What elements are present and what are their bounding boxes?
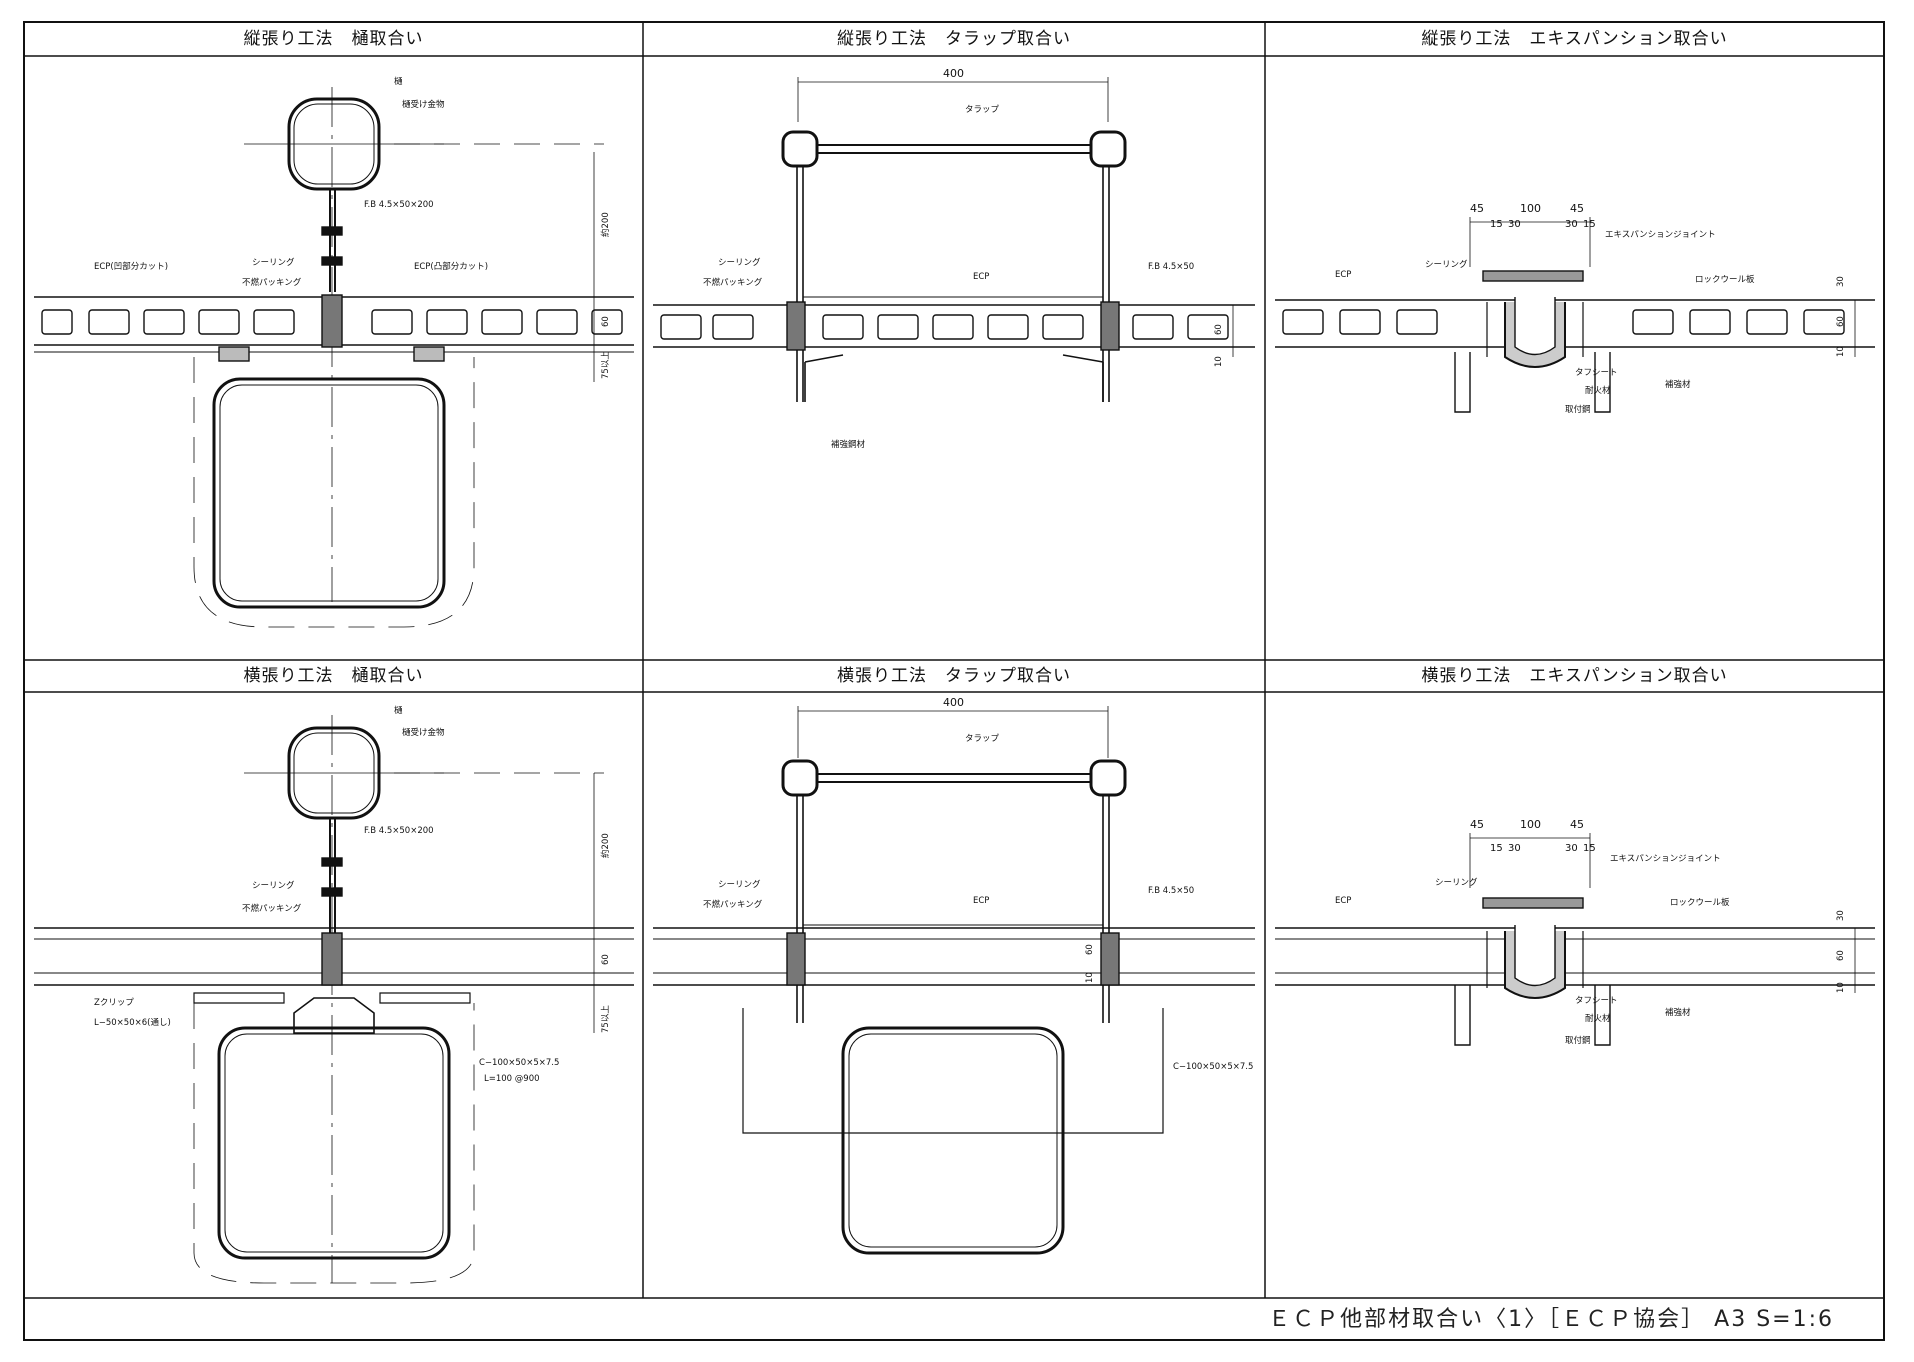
label-tough-sheet: タフシート [1575,368,1618,378]
label-dim-400: 400 [943,67,964,80]
label-dim-10: 10 [1836,982,1846,993]
panel-title-v-gutter: 縦張り工法 樋取合い [243,29,424,49]
label-dim-30: 30 [1836,910,1846,921]
label-mounting-steel: 取付鋼 [1565,404,1591,415]
label-ecp-concave-cut: ECP(凹部分カット) [94,261,168,272]
label-fireproof: 耐火材 [1585,385,1611,396]
label-dim-75: 75以上 [601,351,611,379]
panel-title-h-gutter: 横張り工法 樋取合い [243,666,424,686]
label-sealing: シーリング [1425,259,1468,270]
label-dim-30a: 30 [1508,219,1521,230]
label-packing: 不燃パッキング [242,903,302,914]
label-channel-pitch: L=100 @900 [484,1074,540,1084]
label-channel: C−100×50×5×7.5 [479,1058,559,1068]
label-sealing: シーリング [252,257,295,268]
label-dim-60: 60 [601,316,611,327]
label-expansion-joint: エキスパンションジョイント [1605,230,1716,240]
label-flat-bar: F.B 4.5×50 [1148,886,1194,896]
panel-title-v-expansion: 縦張り工法 エキスパンション取合い [1421,29,1728,49]
label-packing: 不燃パッキング [242,277,302,288]
label-dim-75: 75以上 [601,1005,611,1033]
label-gutter: 樋 [394,705,403,716]
label-dim-200: 約200 [600,212,611,237]
label-ladder: タラップ [965,734,1000,744]
drawing-h-ladder: 400 タラップ シーリング 不燃パッキング ECP F.B 4.5×50 60… [653,696,1255,1255]
label-ecp: ECP [973,896,989,906]
panel-title-v-ladder: 縦張り工法 タラップ取合い [837,29,1071,49]
label-tough-sheet: タフシート [1575,996,1618,1006]
label-dim-60: 60 [1836,316,1846,327]
label-gutter-bracket: 樋受け金物 [402,727,445,738]
drawing-v-gutter: 樋 樋受け金物 F.B 4.5×50×200 シーリング 不燃パッキング ECP… [34,76,634,628]
label-reinforcement: 補強材 [1665,379,1691,390]
label-dim-100: 100 [1520,202,1541,215]
label-reinforcing-steel: 補強鋼材 [831,439,866,450]
label-dim-10: 10 [1085,972,1095,983]
label-dim-45b: 45 [1570,818,1584,831]
label-dim-60: 60 [601,954,611,965]
label-dim-30: 30 [1836,276,1846,287]
label-dim-60: 60 [1214,324,1224,335]
label-dim-30b: 30 [1565,843,1578,854]
drawing-h-expansion: 45 100 45 15 30 30 15 エキスパンションジョイント ECP … [1275,818,1875,1046]
label-flat-bar: F.B 4.5×50×200 [364,200,434,210]
label-gutter: 樋 [394,76,403,87]
label-dim-15a: 15 [1490,219,1503,230]
label-expansion-joint: エキスパンションジョイント [1610,854,1721,864]
label-packing: 不燃パッキング [703,899,763,910]
label-ecp: ECP [973,272,989,282]
label-ecp: ECP [1335,270,1351,280]
label-angle: L−50×50×6(通し) [94,1017,171,1028]
label-fireproof: 耐火材 [1585,1013,1611,1024]
sheet-footer-title: ＥＣＰ他部材取合い〈1〉［ＥＣＰ協会］ A3 S=1:6 [1268,1307,1834,1332]
label-dim-10: 10 [1836,346,1846,357]
label-dim-15b: 15 [1583,843,1596,854]
label-dim-60: 60 [1085,944,1095,955]
label-dim-60: 60 [1836,950,1846,961]
panel-title-h-ladder: 横張り工法 タラップ取合い [837,666,1071,686]
label-gutter-bracket: 樋受け金物 [402,99,445,110]
label-sealing: シーリング [252,880,295,891]
label-dim-45a: 45 [1470,818,1484,831]
label-dim-45a: 45 [1470,202,1484,215]
label-dim-10: 10 [1214,356,1224,367]
label-dim-15a: 15 [1490,843,1503,854]
label-packing: 不燃パッキング [703,277,763,288]
label-mounting-steel: 取付鋼 [1565,1035,1591,1046]
label-dim-45b: 45 [1570,202,1584,215]
label-reinforcement: 補強材 [1665,1007,1691,1018]
label-dim-200: 約200 [600,833,611,858]
label-sealing: シーリング [1435,877,1478,888]
label-flat-bar: F.B 4.5×50×200 [364,826,434,836]
label-dim-30b: 30 [1565,219,1578,230]
label-sealing: シーリング [718,257,761,268]
label-ladder: タラップ [965,105,1000,115]
label-ecp: ECP [1335,896,1351,906]
drawing-v-ladder: 400 タラップ シーリング 不燃パッキング ECP F.B 4.5×50 60… [653,67,1255,450]
drawing-h-gutter: 樋 樋受け金物 F.B 4.5×50×200 シーリング 不燃パッキング Zクリ… [34,705,634,1284]
label-flat-bar: F.B 4.5×50 [1148,262,1194,272]
label-channel: C−100×50×5×7.5 [1173,1062,1253,1072]
panel-title-h-expansion: 横張り工法 エキスパンション取合い [1421,666,1728,686]
label-sealing: シーリング [718,879,761,890]
label-dim-400: 400 [943,696,964,709]
label-rockwool: ロックウール板 [1695,274,1755,285]
label-dim-30a: 30 [1508,843,1521,854]
label-dim-15b: 15 [1583,219,1596,230]
label-z-clip: Zクリップ [94,998,134,1008]
label-dim-100: 100 [1520,818,1541,831]
label-ecp-convex-cut: ECP(凸部分カット) [414,261,488,272]
label-rockwool: ロックウール板 [1670,897,1730,908]
drawing-v-expansion: 45 100 45 15 30 30 15 エキスパンションジョイント ECP … [1275,202,1875,415]
